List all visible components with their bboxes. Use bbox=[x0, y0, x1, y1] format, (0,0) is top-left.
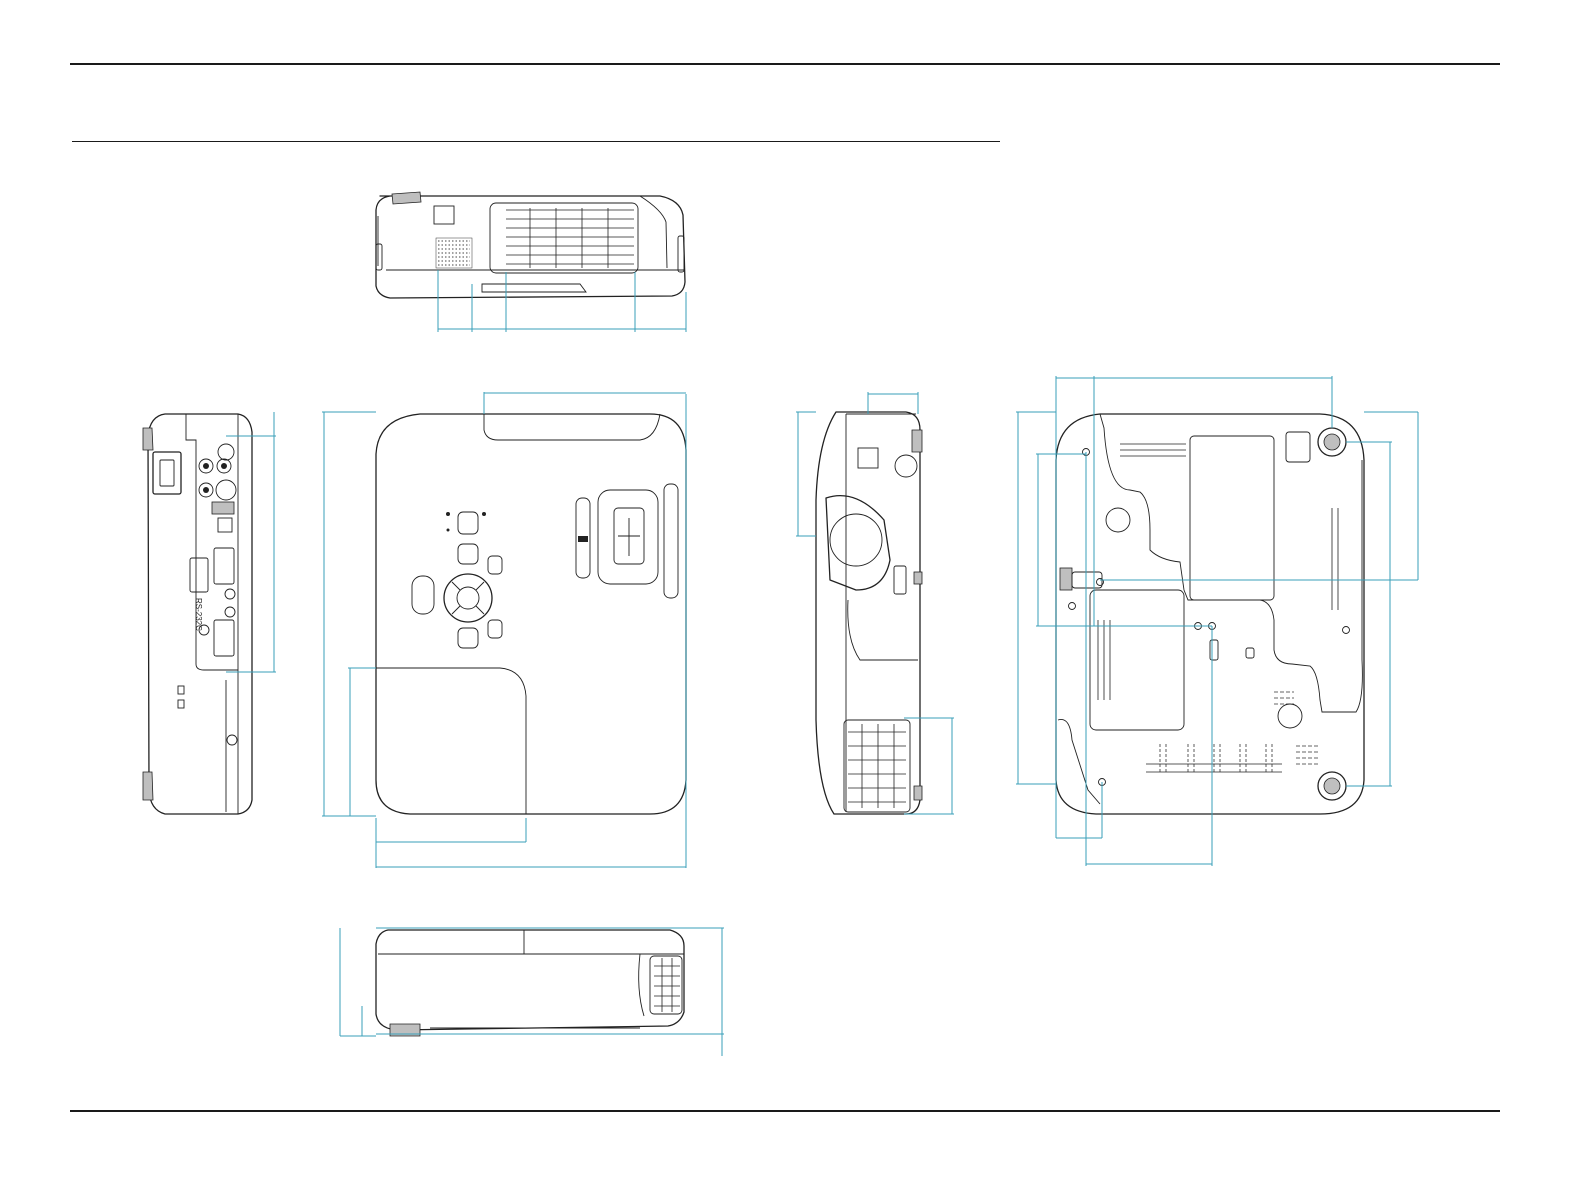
rear-foot-bottom bbox=[143, 772, 153, 800]
bottom-view bbox=[1016, 376, 1418, 866]
rs232c-port bbox=[190, 558, 208, 592]
security-slot bbox=[227, 735, 237, 745]
usb-a-port bbox=[212, 502, 234, 514]
bottom-vent-slots bbox=[1098, 444, 1338, 772]
vga-port-1 bbox=[214, 548, 234, 584]
side-view bbox=[796, 392, 954, 814]
front-foot-dial bbox=[392, 192, 421, 204]
front-exhaust-vent bbox=[506, 208, 634, 268]
side-intake-vent bbox=[848, 724, 906, 808]
top-view bbox=[322, 392, 686, 868]
lamp-cover bbox=[1190, 436, 1274, 600]
right-side-view bbox=[340, 928, 724, 1056]
zoom-focus-controls bbox=[576, 484, 678, 598]
lens-housing bbox=[826, 496, 890, 590]
front-speaker-grille bbox=[436, 238, 472, 268]
control-panel bbox=[412, 512, 502, 648]
mounting-holes bbox=[1069, 449, 1350, 786]
front-view bbox=[376, 192, 686, 332]
rear-foot-top bbox=[143, 428, 153, 450]
vga-port-2 bbox=[214, 620, 234, 656]
power-inlet bbox=[153, 452, 181, 494]
bottom-feet bbox=[1060, 428, 1346, 800]
rs232c-label: RS-232C bbox=[194, 598, 203, 631]
usb-b-port bbox=[218, 518, 232, 532]
rear-view: RS-232C bbox=[143, 412, 276, 814]
right-side-vent bbox=[654, 958, 680, 1012]
